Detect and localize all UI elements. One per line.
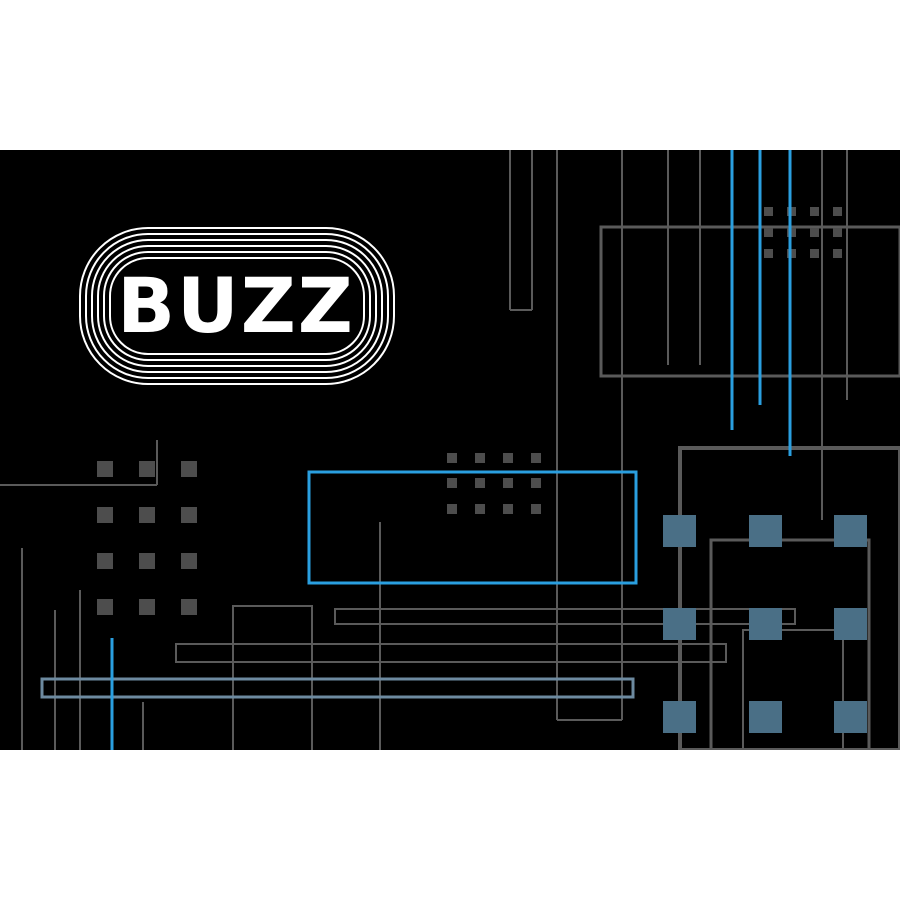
blue-square	[834, 608, 867, 640]
grid-square	[139, 553, 155, 569]
grid-dot	[447, 478, 457, 488]
grid-dot	[833, 207, 842, 216]
blue-frame	[307, 470, 638, 585]
grid-dot	[764, 228, 773, 237]
grid-square	[181, 461, 197, 477]
blue-square	[749, 701, 782, 733]
grid-dot	[833, 228, 842, 237]
grid-dot	[531, 504, 541, 514]
grid-square	[181, 599, 197, 615]
blue-square	[834, 515, 867, 547]
grid-dot	[764, 249, 773, 258]
top-right-frame	[599, 225, 900, 378]
grid-dot	[447, 453, 457, 463]
grid-square	[139, 461, 155, 477]
box-open	[232, 605, 313, 750]
grid-dot	[503, 504, 513, 514]
grid-dot	[475, 478, 485, 488]
buzz-logo: BUZZ	[79, 227, 395, 385]
grid-dot	[764, 207, 773, 216]
grid-dot	[833, 249, 842, 258]
circuit-artwork: BUZZ	[0, 150, 900, 750]
gray-lines	[0, 150, 848, 750]
grid-square	[139, 599, 155, 615]
blue-square	[749, 515, 782, 547]
grid-square	[181, 553, 197, 569]
grid-dot	[503, 453, 513, 463]
blue-square	[663, 515, 696, 547]
grid-square	[97, 461, 113, 477]
grid-dot	[503, 478, 513, 488]
grid-square	[97, 553, 113, 569]
steel-blue-squares	[663, 515, 867, 733]
logo-ring	[97, 245, 377, 367]
blue-square	[663, 701, 696, 733]
long-blue-bar	[40, 677, 635, 699]
grid-dot	[531, 478, 541, 488]
grid-dot	[810, 207, 819, 216]
logo-ring	[91, 239, 383, 373]
logo-ring	[103, 251, 371, 361]
grid-dot	[531, 453, 541, 463]
grid-dot	[475, 504, 485, 514]
blue-accents	[110, 150, 792, 750]
blue-square	[834, 701, 867, 733]
grid-dot	[810, 249, 819, 258]
logo-ring	[79, 227, 395, 385]
grid-square	[97, 507, 113, 523]
logo-ring	[109, 257, 365, 355]
grid-dot	[475, 453, 485, 463]
grid-square	[139, 507, 155, 523]
grid-dot	[447, 504, 457, 514]
buzz-graphic-card: BUZZ	[0, 150, 900, 750]
logo-text: BUZZ	[117, 261, 355, 350]
bar-1	[334, 608, 796, 625]
grid-square	[97, 599, 113, 615]
grid-dot	[810, 228, 819, 237]
blue-square	[663, 608, 696, 640]
dot-grids	[97, 207, 842, 615]
grid-square	[181, 507, 197, 523]
blue-square	[749, 608, 782, 640]
logo-rings	[79, 227, 395, 385]
bar-2	[175, 643, 727, 663]
inner-frame-small	[742, 629, 844, 750]
logo-ring	[85, 233, 389, 379]
